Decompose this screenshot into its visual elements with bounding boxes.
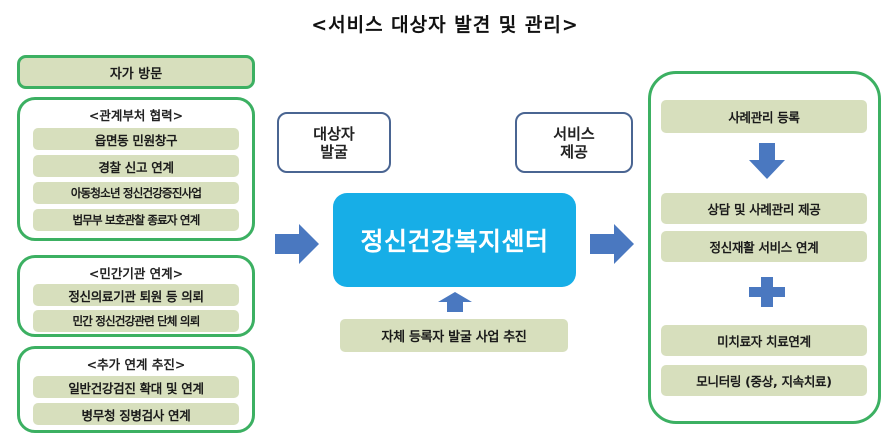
- group-header: <추가 연계 추진>: [86, 357, 186, 372]
- discovery-label-line1: 대상자: [313, 124, 355, 143]
- source-item-label: 아동청소년 정신건강증진사업: [70, 186, 202, 200]
- source-item: 일반건강검진 확대 및 연계: [33, 376, 239, 398]
- case-registration-label: 사례관리 등록: [728, 110, 800, 125]
- source-item: 읍면동 민원창구: [33, 128, 239, 150]
- self-registration-box: 자체 등록자 발굴 사업 추진: [340, 319, 568, 352]
- source-item: 법무부 보호관찰 종료자 연계: [33, 209, 239, 231]
- service-item-label: 상담 및 사례관리 제공: [707, 202, 821, 217]
- source-item-label: 경찰 신고 연계: [98, 159, 174, 175]
- plus-icon: [749, 277, 785, 307]
- source-item-label: 병무청 징병검사 연계: [81, 407, 191, 423]
- service-item: 정신재활 서비스 연계: [661, 231, 867, 262]
- self-visit-box: 자가 방문: [17, 55, 255, 89]
- service-label-box: 서비스 제공: [515, 112, 633, 173]
- case-registration-box: 사례관리 등록: [661, 100, 867, 133]
- group-private-institutions: <민간기관 연계> 정신의료기관 퇴원 등 의뢰 민간 정신건강관련 단체 의뢰: [17, 255, 255, 337]
- arrow-up-shape: [438, 292, 472, 312]
- arrow-down-icon: [749, 143, 785, 179]
- followup-item: 모니터링 (중상, 지속치료): [661, 365, 867, 396]
- source-item: 병무청 징병검사 연계: [33, 403, 239, 425]
- discovery-label-box: 대상자 발굴: [277, 112, 391, 173]
- service-provision-group: 사례관리 등록 상담 및 사례관리 제공 정신재활 서비스 연계 미치료자 치료…: [648, 71, 881, 424]
- followup-item: 미치료자 치료연계: [661, 325, 867, 356]
- arrow-right-icon: [275, 224, 319, 264]
- source-item: 민간 정신건강관련 단체 의뢰: [33, 310, 239, 332]
- group-ministry-cooperation: <관계부처 협력> 읍면동 민원창구 경찰 신고 연계 아동청소년 정신건강증진…: [17, 97, 255, 241]
- arrow-right-shape: [275, 224, 319, 264]
- group-header: <민간기관 연계>: [88, 266, 184, 281]
- source-item-label: 법무부 보호관찰 종료자 연계: [72, 213, 201, 227]
- plus-shape: [749, 277, 785, 307]
- group-header: <관계부처 협력>: [88, 108, 184, 123]
- group-additional-linkage: <추가 연계 추진> 일반건강검진 확대 및 연계 병무청 징병검사 연계: [17, 346, 255, 433]
- source-item-label: 일반건강검진 확대 및 연계: [68, 380, 204, 396]
- service-label-line1: 서비스: [553, 124, 595, 143]
- source-item: 아동청소년 정신건강증진사업: [33, 182, 239, 204]
- arrow-right-icon: [590, 224, 634, 264]
- source-item: 경찰 신고 연계: [33, 155, 239, 177]
- center-label: 정신건강복지센터: [360, 227, 549, 256]
- self-visit-label: 자가 방문: [109, 66, 163, 82]
- source-item-label: 정신의료기관 퇴원 등 의뢰: [68, 288, 204, 304]
- source-item-label: 민간 정신건강관련 단체 의뢰: [72, 314, 201, 328]
- followup-item-label: 미치료자 치료연계: [717, 334, 811, 349]
- arrow-down-shape: [749, 143, 785, 179]
- diagram-title: <서비스 대상자 발견 및 관리>: [311, 14, 579, 36]
- service-label-line2: 제공: [560, 142, 588, 161]
- mental-health-center-box: 정신건강복지센터: [333, 193, 576, 287]
- self-registration-label: 자체 등록자 발굴 사업 추진: [381, 330, 527, 345]
- source-item: 정신의료기관 퇴원 등 의뢰: [33, 284, 239, 306]
- service-item: 상담 및 사례관리 제공: [661, 193, 867, 224]
- arrow-right-shape: [590, 224, 634, 264]
- arrow-up-icon: [438, 292, 472, 312]
- discovery-label-line2: 발굴: [320, 142, 348, 161]
- followup-item-label: 모니터링 (중상, 지속치료): [696, 374, 832, 389]
- source-item-label: 읍면동 민원창구: [94, 132, 178, 148]
- service-item-label: 정신재활 서비스 연계: [709, 240, 819, 255]
